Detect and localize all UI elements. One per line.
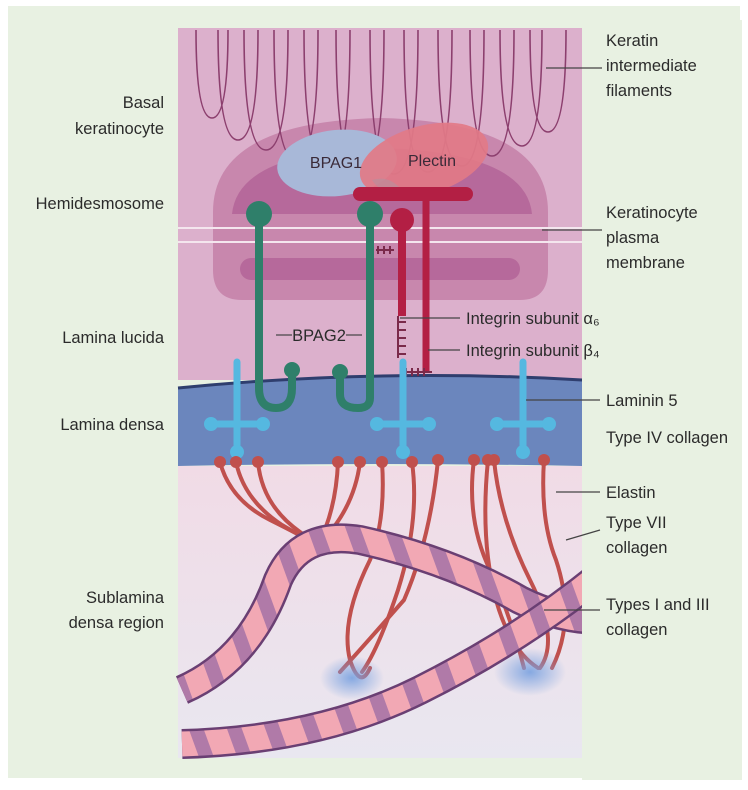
label-types-i-iii-collagen: collagen [606,621,667,639]
label-sublamina: Sublamina [86,589,165,607]
label-type-vii-collagen: collagen [606,539,667,557]
label-integrin-alpha6: Integrin subunit α₆ [466,310,600,328]
label-filaments: filaments [606,82,672,100]
label-keratinocyte-pm: Keratinocyte [606,204,698,222]
label-hemidesmosome: Hemidesmosome [36,195,164,213]
label-keratinocyte: keratinocyte [75,120,164,138]
label-plasma: plasma [606,229,660,247]
label-elastin: Elastin [606,484,656,502]
label-densa-region: densa region [69,614,164,632]
label-membrane: membrane [606,254,685,272]
label-type-vii: Type VII [606,514,667,532]
label-type-iv-collagen: Type IV collagen [606,429,728,447]
label-intermediate: intermediate [606,57,697,75]
label-integrin-beta4: Integrin subunit β₄ [466,342,600,360]
label-bpag1: BPAG1 [310,155,362,172]
left-labels: Basal keratinocyte Hemidesmosome Lamina … [36,94,165,632]
label-plectin: Plectin [408,153,456,170]
label-laminin5: Laminin 5 [606,392,678,410]
label-keratin: Keratin [606,32,658,50]
label-lamina-densa: Lamina densa [60,416,164,434]
label-basal: Basal [123,94,164,112]
label-lamina-lucida: Lamina lucida [62,329,165,347]
label-bpag2: BPAG2 [292,327,346,345]
label-types-i-iii: Types I and III [606,596,710,614]
anchoring-plaque [320,656,384,700]
